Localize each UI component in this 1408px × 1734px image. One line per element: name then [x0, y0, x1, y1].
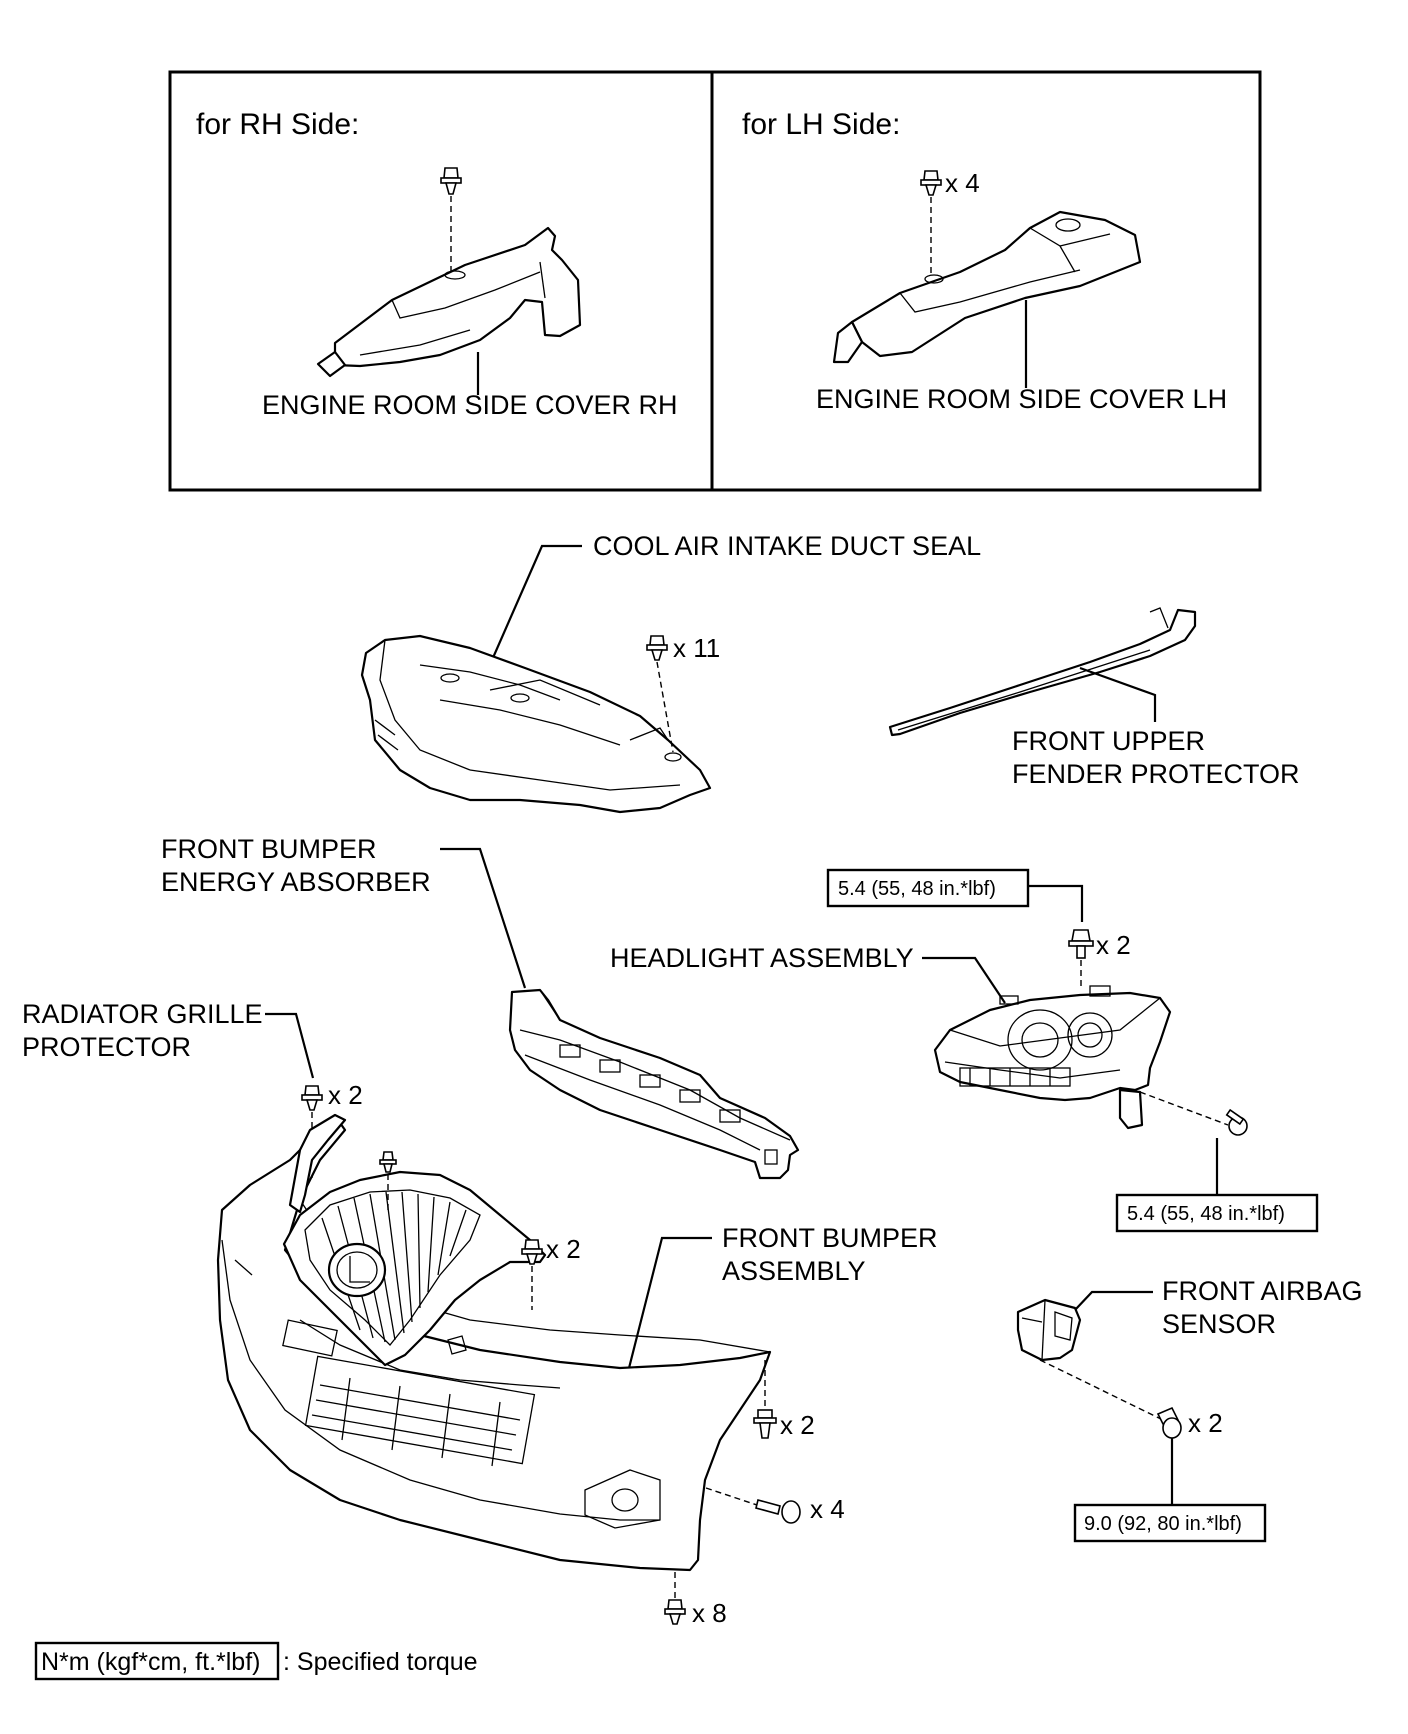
airbag-torque-box [1073, 1503, 1267, 1543]
rh-side-heading: for RH Side: [196, 108, 359, 141]
headlight-torque-top-leader [1028, 884, 1084, 922]
headlight-torque-top: 5.4 (55, 48 in.*lbf) [838, 878, 996, 900]
grille-with-emblem-drawing [282, 1113, 547, 1367]
absorber-leader [440, 847, 527, 989]
bumper-side-bolt-count: x 4 [810, 1494, 845, 1524]
airbag-label-line2: SENSOR [1162, 1309, 1276, 1339]
grille-clip-icon [301, 1085, 323, 1111]
cool-air-seal-leader [483, 544, 582, 677]
bumper-upper-clip-count: x 2 [546, 1234, 581, 1264]
airbag-bolt-icon [1156, 1406, 1182, 1439]
airbag-bolt-count: x 2 [1188, 1408, 1223, 1438]
fender-protector-leader [1079, 666, 1157, 722]
headlight-side-bolt-icon [1225, 1108, 1248, 1136]
lh-clip-icon [920, 170, 942, 196]
airbag-leader [1074, 1290, 1153, 1311]
cool-air-clip-icon [646, 635, 668, 661]
grille-label-line1: RADIATOR GRILLE [22, 999, 263, 1029]
cool-air-seal-label: COOL AIR INTAKE DUCT SEAL [593, 531, 981, 561]
headlight-assembly-drawing [933, 985, 1172, 1130]
rh-clip-icon [440, 167, 462, 195]
bumper-label-line2: ASSEMBLY [722, 1256, 866, 1286]
bumper-bottom-clip-icon [664, 1599, 686, 1625]
front-bumper-energy-absorber-drawing [508, 988, 800, 1180]
lh-clip-count: x 4 [945, 168, 980, 198]
grille-label-line2: PROTECTOR [22, 1032, 191, 1062]
bumper-side-screw-count: x 2 [780, 1410, 815, 1440]
headlight-torque-top-box [826, 868, 1030, 908]
airbag-torque: 9.0 (92, 80 in.*lbf) [1084, 1513, 1242, 1535]
bumper-upper-clip-icon [521, 1239, 543, 1265]
legend-unit-box [34, 1641, 280, 1681]
bumper-top-clip-icon [379, 1151, 397, 1173]
fender-protector-label-line1: FRONT UPPER [1012, 726, 1205, 756]
bumper-bottom-clip-count: x 8 [692, 1598, 727, 1628]
cool-air-intake-duct-seal-drawing [360, 634, 712, 814]
headlight-label: HEADLIGHT ASSEMBLY [610, 943, 914, 973]
bumper-leader [626, 1236, 712, 1373]
legend-text: : Specified torque [283, 1648, 478, 1676]
grille-leader [265, 1012, 315, 1079]
lh-side-heading: for LH Side: [742, 108, 900, 141]
grille-clip-count: x 2 [328, 1080, 363, 1110]
lh-cover-label: ENGINE ROOM SIDE COVER LH [816, 384, 1227, 414]
absorber-label-line1: FRONT BUMPER [161, 834, 377, 864]
rh-cover-label: ENGINE ROOM SIDE COVER RH [262, 390, 678, 420]
front-upper-fender-protector-drawing [888, 607, 1197, 737]
headlight-torque-bottom: 5.4 (55, 48 in.*lbf) [1127, 1203, 1285, 1225]
headlight-bolt-count: x 2 [1096, 930, 1131, 960]
bumper-label-line1: FRONT BUMPER [722, 1223, 938, 1253]
bumper-side-bolt-icon [755, 1499, 801, 1524]
fender-protector-label-line2: FENDER PROTECTOR [1012, 759, 1300, 789]
headlight-bolt-icon [1068, 929, 1094, 959]
absorber-label-line2: ENERGY ABSORBER [161, 867, 431, 897]
headlight-torque-bottom-box [1115, 1193, 1319, 1233]
engine-room-side-cover-rh-drawing [316, 226, 582, 378]
legend-unit: N*m (kgf*cm, ft.*lbf) [41, 1648, 260, 1676]
cool-air-clip-count: x 11 [673, 633, 720, 663]
bumper-side-screw-icon [753, 1409, 777, 1439]
front-airbag-sensor-drawing [1016, 1298, 1082, 1362]
engine-room-side-cover-lh-drawing [832, 210, 1142, 364]
airbag-label-line1: FRONT AIRBAG [1162, 1276, 1363, 1306]
headlight-leader [922, 956, 1006, 1004]
